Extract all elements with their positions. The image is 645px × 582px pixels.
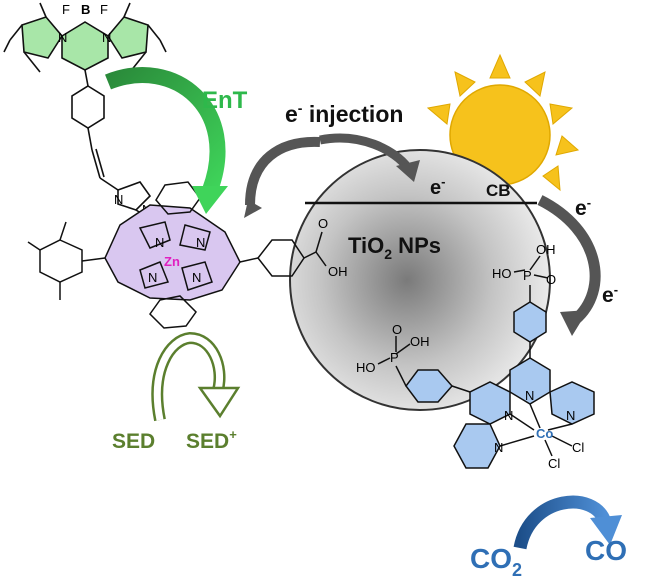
label-e-right-1: e-	[575, 195, 591, 220]
atom-nitrogen-terpy-2: N	[566, 408, 575, 423]
label-co2: CO2	[470, 543, 522, 580]
atom-hydroxyl-p1: OH	[536, 242, 556, 257]
atom-hydroxyl-p2: OH	[410, 334, 430, 349]
co2-reduction-arrow	[513, 495, 622, 550]
injection-arrow-left	[244, 136, 321, 218]
label-e-injection: e- injection	[285, 100, 403, 127]
sed-cycle-arrow	[151, 331, 241, 422]
label-sed-plus: SED+	[186, 427, 237, 453]
label-cb-electron: e-	[430, 174, 445, 199]
electron-transfer-arrow	[537, 195, 601, 336]
phosphonic-acid-left	[377, 336, 411, 365]
atom-nitrogen-porphyrin-1: N	[155, 235, 164, 250]
atom-ho-p1: HO	[492, 266, 512, 281]
injection-arrow-right	[319, 133, 420, 182]
zinc-porphyrin	[27, 181, 327, 329]
atom-nitrogen-terpy-4: N	[494, 440, 503, 455]
atom-nitrogen-bodipy-1: N	[58, 30, 67, 45]
atom-chlorine-2: Cl	[548, 456, 560, 471]
label-sed: SED	[112, 430, 155, 453]
energy-transfer-arrow	[105, 67, 228, 214]
atom-oxygen-p2: O	[392, 322, 402, 337]
phosphonic-acid-top	[513, 255, 549, 279]
atom-oxygen-acid: O	[318, 216, 328, 231]
atom-zinc: Zn	[164, 254, 180, 269]
atom-phosphorus-left: P	[390, 350, 399, 365]
label-co: CO	[585, 535, 627, 566]
phenyl-alkyne-linker	[71, 85, 119, 191]
label-tio2-nps: TiO2 NPs	[348, 233, 441, 262]
atom-oxygen-p1: O	[546, 272, 556, 287]
label-ent: EnT	[202, 87, 248, 114]
atom-nitrogen-bodipy-2: N	[102, 30, 111, 45]
atom-nitrogen-porphyrin-4: N	[192, 270, 201, 285]
atom-fluorine-2: F	[100, 2, 108, 17]
atom-nitrogen-terpy-1: N	[525, 388, 534, 403]
atom-phosphorus-top: P	[523, 268, 532, 283]
atom-nitrogen-porphyrin-2: N	[196, 235, 205, 250]
tio2-nanoparticle	[289, 149, 551, 411]
atom-fluorine-1: F	[62, 2, 70, 17]
atom-nitrogen-terpy-3: N	[504, 408, 513, 423]
atom-boron: B	[81, 2, 90, 17]
label-cb: CB	[486, 181, 511, 200]
label-e-right-2: e-	[602, 282, 618, 307]
atom-ho-p2: HO	[356, 360, 376, 375]
atom-nitrogen-porphyrin-3: N	[148, 270, 157, 285]
sun-icon	[426, 53, 580, 192]
atom-hydroxyl-acid: OH	[328, 264, 348, 279]
atom-cobalt: Co	[536, 426, 553, 441]
atom-nitrogen-imidazole-1: N	[114, 192, 123, 207]
atom-chlorine-1: Cl	[572, 440, 584, 455]
cobalt-terpyridine-complex	[395, 285, 595, 469]
